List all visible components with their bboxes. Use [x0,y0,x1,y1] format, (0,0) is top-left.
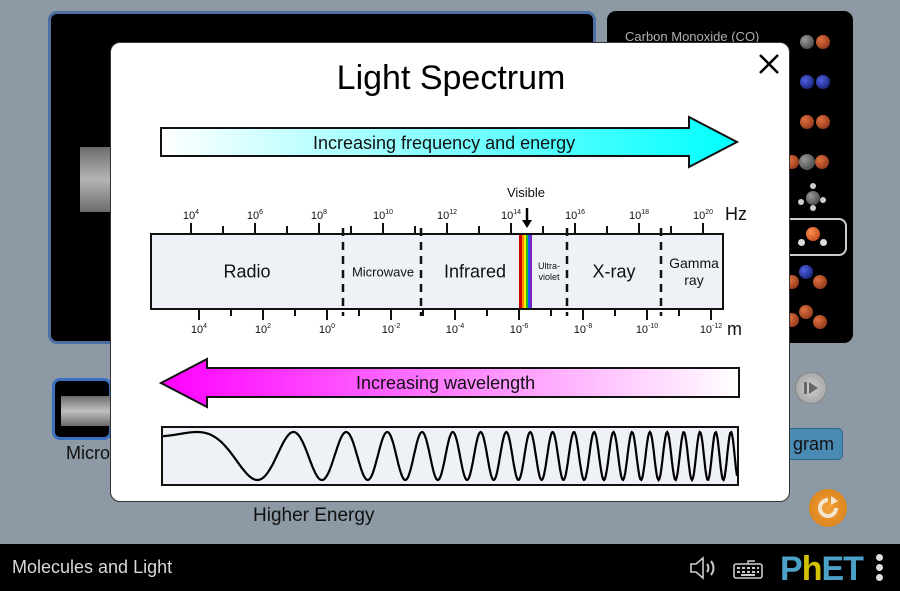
molecule-no2[interactable] [785,265,829,291]
freq-tick-label: 104 [182,209,200,222]
molecule-co2[interactable] [785,149,829,175]
emitter-microwave-button[interactable] [52,378,112,440]
reset-all-button[interactable] [809,489,847,527]
photon-emitter [80,147,110,212]
sim-title: Molecules and Light [12,557,173,577]
close-icon [759,54,779,74]
keyboard-icon [733,560,763,579]
wave-tick-label: 10-6 [509,323,529,336]
keyboard-help-button[interactable] [733,559,763,584]
emitter-icon [61,396,111,426]
dialog-title: Light Spectrum [336,59,566,97]
molecule-h2o[interactable] [792,225,836,251]
freq-tick-label: 1020 [692,209,714,222]
wavelength-arrow [159,357,740,409]
step-forward-button[interactable] [795,372,827,404]
speaker-icon [690,556,715,580]
higher-energy-label: Higher Energy [253,505,375,526]
freq-tick-label: 1012 [436,209,458,222]
audio-toggle-button[interactable] [688,556,720,585]
molecule-o3[interactable] [785,305,829,331]
molecule-ch4[interactable] [792,183,836,211]
band-xray: X-ray [592,261,636,282]
close-button[interactable] [756,51,782,77]
frequency-unit: Hz [725,204,747,224]
wave-tick-label: 10-12 [699,323,723,336]
band-infrared: Infrared [443,261,507,282]
frequency-arrow-label: Increasing frequency and energy [313,133,576,153]
freq-tick-label: 1014 [500,209,522,222]
phet-logo[interactable]: PhET [780,550,864,588]
band-ultraviolet: Ultra-violet [538,261,560,282]
band-microwave: Microwave [351,264,415,280]
wave-tick-label: 10-8 [573,323,593,336]
wavelength-unit: m [727,319,742,339]
phet-menu-button[interactable] [876,554,884,584]
molecule-o2[interactable] [792,109,836,135]
step-forward-icon [804,382,818,394]
band-radio: Radio [223,261,271,282]
wave-tick-label: 104 [190,323,208,336]
spectrum-band [150,208,724,320]
wave-tick-label: 102 [254,323,272,336]
molecule-co[interactable] [792,29,836,55]
molecule-n2[interactable] [792,69,836,95]
wave-tick-label: 10-2 [381,323,401,336]
emitter-label: Micro [66,443,110,463]
wave-tick-label: 100 [318,323,336,336]
freq-tick-label: 108 [310,209,328,222]
wave-tick-label: 10-10 [635,323,659,336]
freq-tick-label: 1016 [564,209,586,222]
wave-diagram [161,426,739,486]
visible-label: Visible [506,185,546,200]
wavelength-arrow-label: Increasing wavelength [356,373,536,393]
light-spectrum-dialog: Light Spectrum Increasing frequency and … [110,42,790,502]
navigation-bar: Molecules and Light PhET [0,544,900,591]
freq-tick-label: 106 [246,209,264,222]
molecule-label: Carbon Monoxide (CO) [625,29,760,44]
reset-icon [818,496,838,518]
frequency-arrow [160,115,740,169]
freq-tick-label: 1010 [372,209,394,222]
wave-tick-label: 10-4 [445,323,465,336]
freq-tick-label: 1018 [628,209,650,222]
